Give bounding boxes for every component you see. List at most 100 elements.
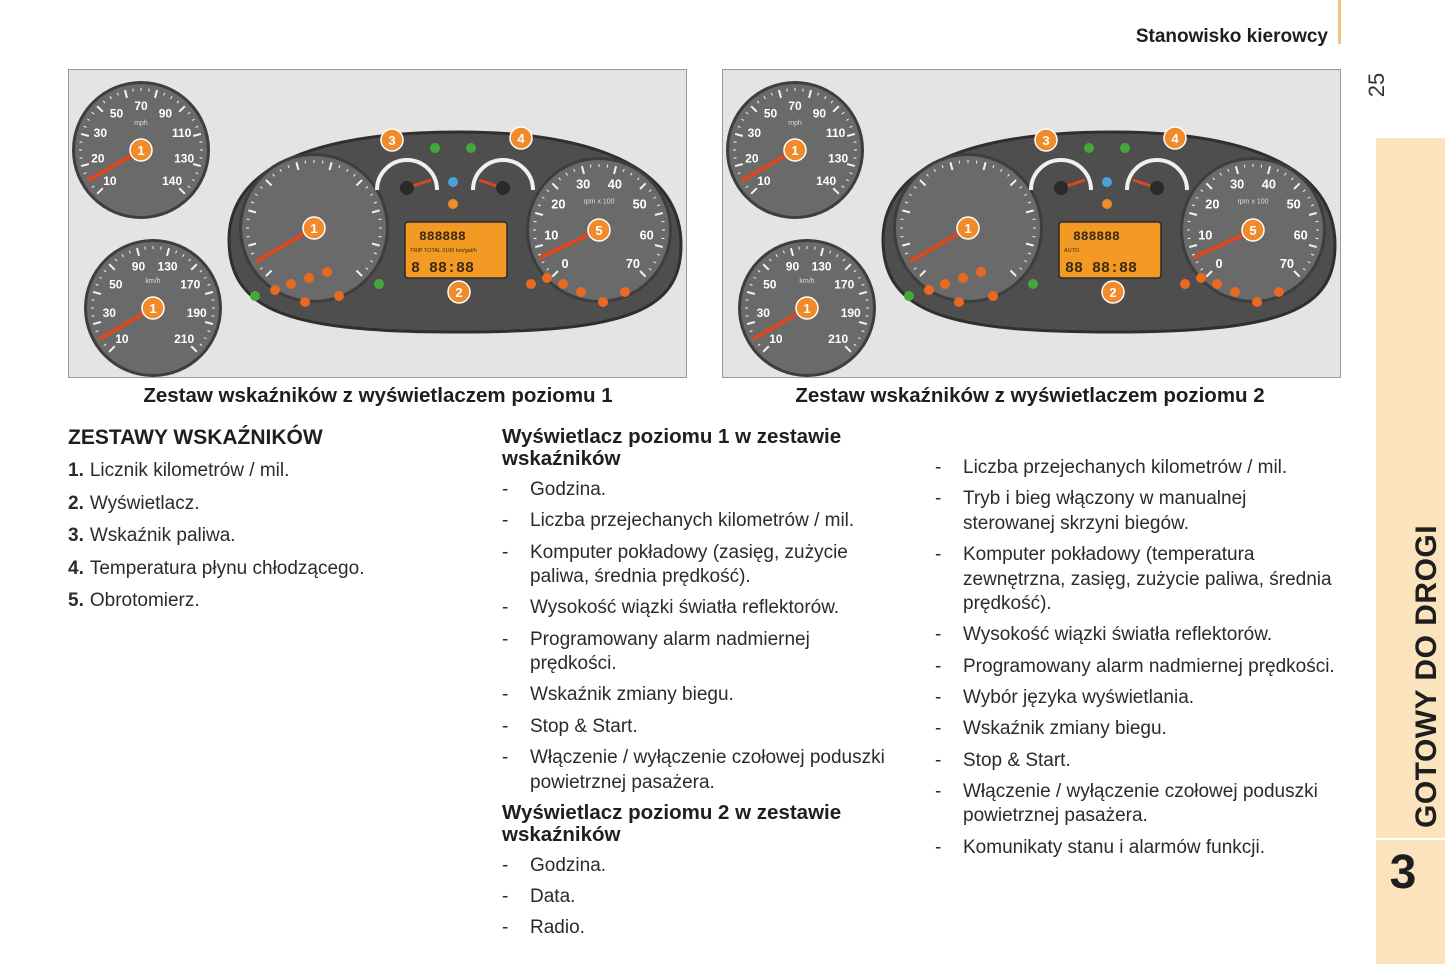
dial-tick [551, 182, 559, 190]
dial-tick [116, 92, 119, 96]
callout-number: 4 [517, 131, 525, 146]
dial-tick [763, 96, 766, 100]
dial-tick [613, 165, 618, 175]
dial-tick [541, 261, 545, 264]
dial-unit: km/h [799, 278, 814, 285]
temp-hub [496, 181, 510, 195]
dial-tick [849, 125, 853, 128]
dial-tick [1276, 168, 1279, 172]
turn-right-icon [466, 143, 476, 153]
dial-tick [636, 177, 640, 181]
dial-tick [109, 96, 112, 100]
dial-tick [1024, 193, 1028, 196]
callout-number: 1 [803, 301, 810, 316]
figure-caption-level2: Zestaw wskaźników z wyświetlaczem poziom… [795, 384, 1265, 407]
dial-tick [933, 168, 936, 172]
warning-lamp-icon [958, 273, 968, 283]
warning-lamp-icon [526, 279, 536, 289]
dial-tick [762, 263, 770, 271]
dial-tick [534, 244, 544, 249]
warning-lamps [250, 143, 630, 307]
dial-tick [757, 269, 761, 273]
warning-lamp-icon [1196, 273, 1206, 283]
dial-tick [653, 196, 657, 199]
warning-lamp-icon [1212, 279, 1222, 289]
dial-number: 30 [1230, 177, 1244, 192]
indicator-icon [250, 291, 260, 301]
dial-tick [191, 118, 195, 121]
chapter-title: GOTOWY DO DROGI [1410, 524, 1443, 828]
dial-number: 0 [562, 256, 569, 271]
dial-number: 50 [763, 278, 777, 292]
dial-tick [192, 163, 202, 168]
warning-lamp-icon [1274, 287, 1284, 297]
fuel-hub [1054, 181, 1068, 195]
dial-tick [95, 330, 99, 333]
chapter-tab [1376, 138, 1445, 964]
dial-tick [832, 105, 840, 113]
dial-tick [836, 254, 839, 258]
dial-tick [1191, 253, 1195, 256]
dial-number: 130 [828, 152, 848, 166]
dial-number: 70 [1280, 256, 1294, 271]
dial-tick [902, 209, 911, 214]
dial-tick [844, 345, 852, 353]
dial-tick [207, 330, 211, 333]
dial-tick [279, 168, 282, 172]
dial-tick [250, 252, 255, 255]
dial-tick [1307, 261, 1311, 264]
dial-tick [1188, 244, 1198, 249]
dial-tick [857, 276, 861, 279]
dial-tick [178, 105, 186, 113]
dial-tick [842, 258, 846, 262]
dial-tick [108, 345, 116, 353]
dial-tick [254, 193, 258, 196]
dial-number: 30 [94, 126, 108, 140]
dial-tick [1311, 253, 1315, 256]
dial-number: 10 [544, 227, 558, 242]
dial-number: 210 [174, 332, 194, 346]
dial-tick [762, 345, 770, 353]
dial-tick [1307, 196, 1311, 199]
dial-unit: rpm x 100 [1237, 198, 1268, 205]
dial-number: 30 [103, 306, 117, 320]
dial-tick [858, 321, 868, 326]
dial-tick [373, 201, 378, 204]
main-speedometer-dial: 1 [893, 153, 1043, 303]
turn-left-icon [1084, 143, 1094, 153]
dial-tick [123, 89, 128, 99]
section-column-1: ZESTAWY WSKAŹNIKÓW 1.Licznik kilometrów … [68, 426, 468, 622]
dial-number: 190 [187, 306, 207, 320]
dial-tick [96, 187, 104, 195]
warning-lamp-icon [270, 285, 280, 295]
section-column-3: -Liczba przejechanych kilometrów / mil. … [935, 456, 1335, 867]
section-heading: ZESTAWY WSKAŹNIKÓW [68, 426, 323, 449]
callout-marker: 4 [509, 126, 533, 150]
dial-tick [734, 163, 744, 168]
dial-tick [128, 250, 131, 254]
dial-tick [858, 290, 868, 295]
dial-number: 140 [816, 174, 836, 188]
dial-tick [817, 92, 820, 96]
item-number: 2. [68, 492, 84, 514]
section-title: Stanowisko kierowcy [1135, 26, 1328, 47]
list-item: -Wskaźnik zmiany biegu. [502, 684, 734, 706]
callout-marker: 1 [129, 138, 153, 162]
dial-tick [182, 254, 185, 258]
dial-tick [653, 261, 657, 264]
dial-tick [1024, 260, 1028, 263]
callout-number: 5 [595, 223, 602, 238]
list-item: -Wysokość wiązki światła reflektorów. [935, 624, 1273, 646]
dial-tick [639, 182, 647, 190]
dial-tick [114, 258, 118, 262]
dial-tick [648, 267, 652, 271]
dial-tick [789, 247, 794, 257]
dial-tick [654, 244, 664, 249]
dial-tick [768, 258, 772, 262]
dial-number: 30 [576, 177, 590, 192]
callout-marker: 1 [956, 216, 980, 240]
